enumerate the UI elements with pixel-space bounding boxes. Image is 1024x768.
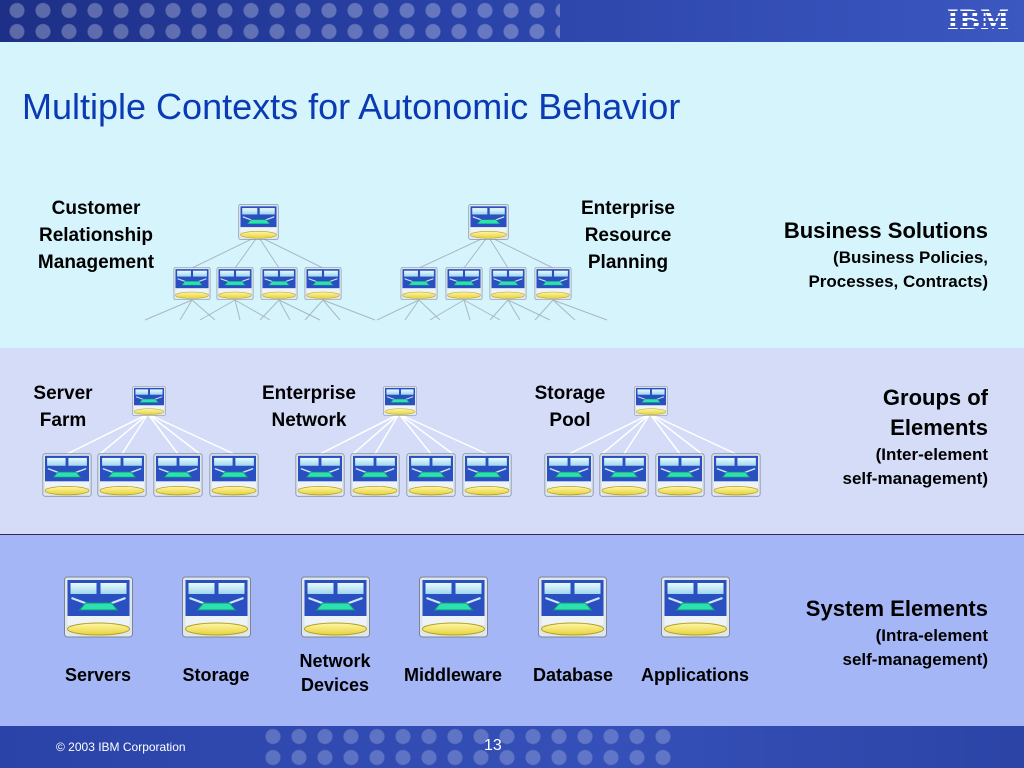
tree-connector-lines [66, 413, 235, 455]
crm-tree-diagram [144, 204, 376, 321]
tree-connector-lines [144, 235, 376, 321]
autonomic-element-icon [467, 204, 510, 240]
autonomic-element-icon [131, 386, 167, 416]
erp-label: Enterprise Resource Planning [581, 198, 675, 273]
autonomic-element-icon [633, 386, 669, 416]
header-dot-pattern [0, 0, 560, 42]
autonomic-element-icon [42, 453, 92, 497]
autonomic-element-icon [237, 204, 280, 240]
groups-band [0, 348, 1024, 534]
autonomic-element-icon [173, 267, 211, 300]
autonomic-element-icon [350, 453, 400, 497]
groups-of-elements-context: Groups of Elements (Inter-element self-m… [842, 385, 988, 488]
autonomic-element-icon [153, 453, 203, 497]
autonomic-element-icon [445, 267, 483, 300]
erp-tree-diagram [376, 204, 608, 321]
autonomic-element-icon [97, 453, 147, 497]
business-solutions-context: Business Solutions (Business Policies, P… [783, 218, 988, 291]
autonomic-element-icon [544, 453, 594, 497]
autonomic-element-icon [655, 453, 705, 497]
tree-connector-lines [376, 235, 608, 321]
tree-connector-lines [319, 413, 488, 455]
header-bar: IBM [0, 0, 1024, 42]
crm-label: Customer Relationship Management [37, 198, 155, 273]
autonomic-element-icon [295, 453, 345, 497]
autonomic-element-icon [462, 453, 512, 497]
autonomic-element-icon [406, 453, 456, 497]
servers-icon [63, 576, 134, 638]
page-number: 13 [484, 737, 502, 754]
database-icon [537, 576, 608, 638]
enterprise-network-tree-diagram [295, 386, 512, 497]
storage-icon [181, 576, 252, 638]
autonomic-element-icon [599, 453, 649, 497]
autonomic-element-icon [489, 267, 527, 300]
system-elements-band [0, 534, 1024, 727]
system-elements-context: System Elements (Intra-element self-mana… [805, 596, 988, 669]
page-title: Multiple Contexts for Autonomic Behavior [22, 86, 681, 127]
applications-label: Applications [640, 665, 749, 685]
storage-pool-tree-diagram [544, 386, 761, 497]
autonomic-element-icon [711, 453, 761, 497]
network-devices-icon [300, 576, 371, 638]
enterprise-network-label: Enterprise Network [262, 383, 356, 431]
middleware-label: Middleware [403, 665, 503, 685]
footer-dot-pattern [260, 726, 680, 768]
autonomic-element-icon [260, 267, 298, 300]
server-farm-label: Server Farm [33, 383, 93, 431]
autonomic-element-icon [216, 267, 254, 300]
autonomic-element-icon [382, 386, 418, 416]
tree-connector-lines [568, 413, 737, 455]
server-farm-tree-diagram [42, 386, 259, 497]
middleware-icon [418, 576, 489, 638]
network-devices-label: Network Devices [299, 651, 371, 695]
storage-pool-label: Storage Pool [534, 383, 606, 431]
autonomic-element-icon [304, 267, 342, 300]
ibm-logo: IBM [947, 3, 1010, 36]
storage-label: Storage [182, 665, 250, 685]
autonomic-element-icon [400, 267, 438, 300]
copyright-text: © 2003 IBM Corporation [56, 740, 186, 754]
system-elements-icons [63, 576, 731, 638]
database-label: Database [532, 665, 614, 685]
servers-label: Servers [64, 665, 132, 685]
footer-bar [0, 726, 1024, 768]
applications-icon [660, 576, 731, 638]
autonomic-element-icon [209, 453, 259, 497]
